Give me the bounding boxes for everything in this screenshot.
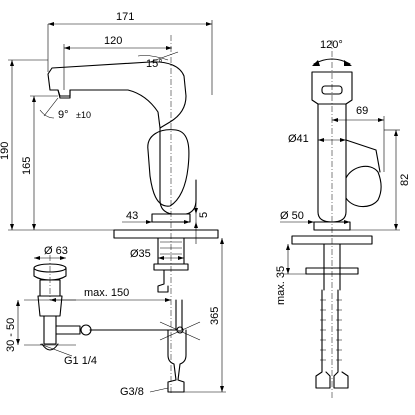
dim-spout-tilt: 9° bbox=[58, 109, 69, 121]
dim-spout-angle: 15° bbox=[146, 58, 163, 70]
dim-spout-tilt-tolerance: ±10 bbox=[76, 110, 91, 120]
dim-drain-thread: G1 1/4 bbox=[64, 355, 97, 367]
dim-max-thickness: max. 35 bbox=[275, 266, 287, 305]
faucet-body bbox=[159, 127, 197, 215]
supply-hose-top bbox=[157, 269, 169, 293]
dim-spout-height: 165 bbox=[21, 157, 33, 175]
counter-top bbox=[113, 229, 219, 239]
drain-assembly bbox=[24, 263, 177, 351]
side-lever bbox=[345, 165, 382, 208]
dim-max-reach: max. 150 bbox=[84, 287, 129, 299]
dim-base-width: 43 bbox=[126, 210, 138, 222]
supply-hose bbox=[167, 329, 187, 393]
dim-drain-range: 30 - 50 bbox=[5, 318, 17, 352]
lever-handle bbox=[147, 129, 190, 207]
dim-side-depth: 69 bbox=[356, 105, 368, 117]
side-dimensions: 69 Ø41 82 Ø 50 max. 35 bbox=[275, 105, 411, 305]
spout bbox=[47, 61, 187, 129]
front-dimensions: 171 120 15° 9° ±10 190 165 43 bbox=[0, 11, 226, 398]
dim-lever-height: 82 bbox=[399, 174, 411, 186]
aerator bbox=[57, 89, 71, 99]
dim-rotation: 120° bbox=[320, 39, 343, 51]
side-view: 120° bbox=[291, 39, 382, 400]
dim-spout-reach: 120 bbox=[104, 35, 122, 47]
dim-base-thickness: 5 bbox=[198, 212, 210, 218]
dim-base-diameter: Ø 50 bbox=[280, 210, 304, 222]
dim-drain-diameter: Ø 63 bbox=[44, 245, 68, 257]
dim-overall-width: 171 bbox=[116, 11, 134, 23]
fixing-nut bbox=[153, 263, 189, 271]
dim-body-diameter: Ø41 bbox=[288, 133, 309, 145]
front-view bbox=[24, 35, 219, 395]
dim-supply-length: 365 bbox=[209, 307, 221, 325]
dim-overall-height: 190 bbox=[0, 142, 11, 160]
dim-supply-thread: G3/8 bbox=[120, 386, 144, 398]
dim-shank-diameter: Ø35 bbox=[130, 248, 151, 260]
